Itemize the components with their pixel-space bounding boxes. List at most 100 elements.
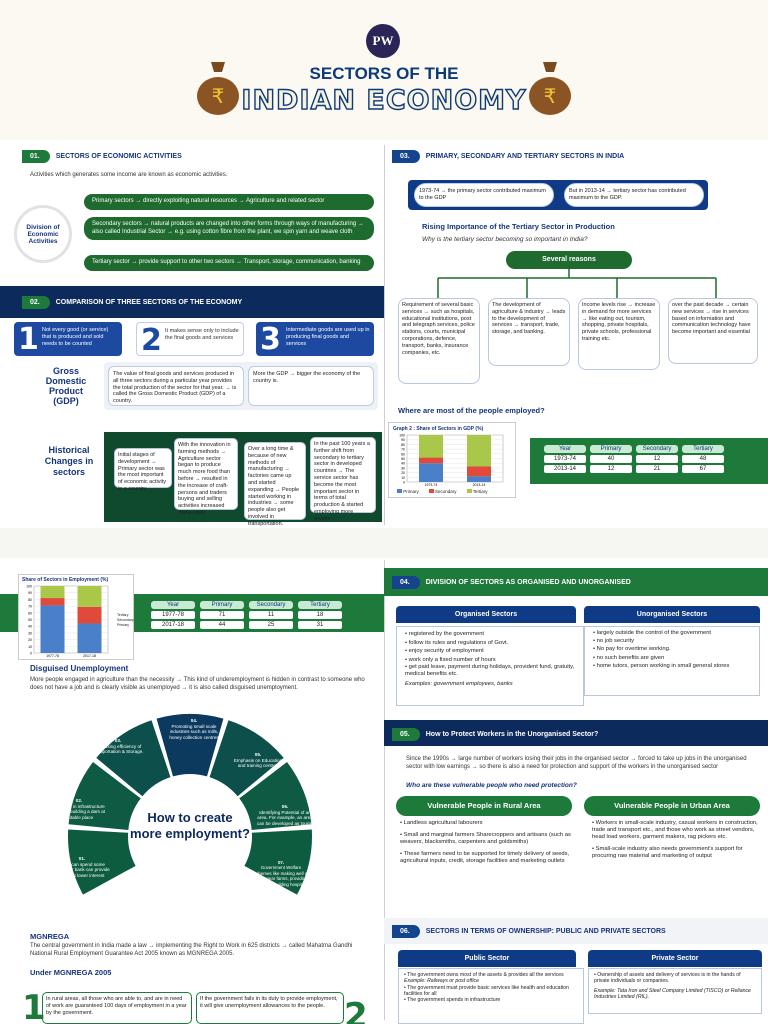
history-stage-1: Initial stages of development → Primary … xyxy=(114,448,172,492)
rural-list: • Landless agricultural labourers • Smal… xyxy=(400,820,576,865)
td: 11 xyxy=(249,611,293,619)
reason-1: Requirement of several basic services → … xyxy=(398,298,480,384)
y-tick-label: 10 xyxy=(401,476,405,480)
td: 21 xyxy=(636,465,678,473)
section-01-heading: 01. SECTORS OF ECONOMIC ACTIVITIES xyxy=(22,150,182,163)
employment-wheel xyxy=(68,714,312,895)
td: 67 xyxy=(682,465,724,473)
bar-primary-2013-14 xyxy=(467,476,491,482)
section-06-heading: 06. SECTORS IN TERMS OF OWNERSHIP: PUBLI… xyxy=(392,925,666,938)
y-tick-label: 60 xyxy=(28,611,32,615)
y-tick-label: 30 xyxy=(401,466,405,470)
gdp-note: More the GDP → bigger the economy of the… xyxy=(248,366,374,406)
under-num-1: 1 xyxy=(22,988,46,1024)
header-banner xyxy=(0,0,768,140)
td: 1973-74 xyxy=(544,455,586,463)
history-stage-4: In the past 100 years a further shift fr… xyxy=(310,437,376,522)
list-item: • work only a fixed number of hours xyxy=(405,656,496,663)
list-item: • No pay for overtime working. xyxy=(593,646,671,653)
employment-table: Year Primary Secondary Tertiary 1977-78 … xyxy=(146,599,347,631)
section-number: 01. xyxy=(22,150,50,163)
rising-title: Rising Importance of the Tertiary Sector… xyxy=(422,222,615,231)
page-gap xyxy=(0,528,768,558)
list-item: • get paid leave, payment during holiday… xyxy=(405,664,575,678)
bar-tertiary-2017-18 xyxy=(77,586,102,607)
several-reasons: Several reasons xyxy=(506,251,632,269)
mgnrega-title: MGNREGA xyxy=(30,932,70,941)
td: 31 xyxy=(298,621,342,629)
wheel-center-title: How to create more employment? xyxy=(130,810,250,841)
x-tick-label: 1973-74 xyxy=(425,483,438,487)
under-num-2: 2 xyxy=(344,996,368,1024)
list-item: • Small-scale industry also needs govern… xyxy=(592,846,743,859)
list-item: • The government must provide basic serv… xyxy=(404,984,569,997)
th: Tertiary xyxy=(298,601,342,609)
th: Secondary xyxy=(249,601,293,609)
wheel-segment xyxy=(209,720,284,797)
public-header: Public Sector xyxy=(398,950,576,967)
reason-3: Income levels rise → increase in demand … xyxy=(578,298,660,370)
under-point-1: In rural areas, all those who are able t… xyxy=(42,992,192,1024)
td: 40 xyxy=(590,455,632,463)
section-03-heading: 03. PRIMARY, SECONDARY AND TERTIARY SECT… xyxy=(392,150,624,163)
list-item: • These farmers need to be supported for… xyxy=(400,851,570,864)
section-title: How to Protect Workers in the Unorganise… xyxy=(425,731,599,738)
title-line1: SECTORS OF THE xyxy=(309,64,459,83)
private-header: Private Sector xyxy=(588,950,762,967)
section-number: 06. xyxy=(392,925,420,938)
section-title: SECTORS IN TERMS OF OWNERSHIP: PUBLIC AN… xyxy=(425,928,666,935)
reasons-connector xyxy=(437,268,717,298)
list-item: • Landless agricultural labourers xyxy=(400,820,483,826)
s05-question: Who are these vulnerable people who need… xyxy=(406,782,577,789)
point-number: 1 xyxy=(18,322,39,357)
historical-label: Historical Changes in sectors xyxy=(44,445,94,477)
s05-text: Since the 1990s → large number of worker… xyxy=(406,756,747,770)
history-stage-3: Over a long time & because of new method… xyxy=(244,442,306,527)
organised-header: Organised Sectors xyxy=(396,606,576,623)
legend-item: Tertiary xyxy=(466,489,487,494)
list-item: • largely outside the control of the gov… xyxy=(593,630,712,636)
s04-band xyxy=(384,568,768,596)
wheel-segment xyxy=(68,762,141,831)
tertiary-sector-pill: Tertiary sector → provide support to oth… xyxy=(84,255,374,271)
section-title: PRIMARY, SECONDARY AND TERTIARY SECTORS … xyxy=(425,153,625,160)
disguised-title: Disguised Unemployment xyxy=(30,664,129,673)
wheel-item-02: 02.Investing in infrastructure such as b… xyxy=(52,798,106,820)
point-text: It makes sense only to include the final… xyxy=(165,328,239,341)
s05-band xyxy=(384,720,768,746)
list-item: • registered by the government xyxy=(405,631,485,637)
wheel-item-05: 05.Emphasis on Education and training ce… xyxy=(233,752,283,769)
y-tick-label: 90 xyxy=(401,438,405,442)
fact-1973: 1973-74 → the primary sector contributed… xyxy=(414,183,554,207)
td: 18 xyxy=(298,611,342,619)
example: Example: Railways or post office xyxy=(404,978,479,985)
wheel-segment xyxy=(96,720,171,797)
list-item: • follow its rules and regulations of Go… xyxy=(405,639,509,646)
bar-secondary-2013-14 xyxy=(467,466,491,477)
td: 2017-18 xyxy=(151,621,195,629)
wheel-item-07: 07.Government Welfare Schemes like makin… xyxy=(253,860,309,887)
graph-title: Share of Sectors in Employment (%) xyxy=(22,577,109,583)
td: 44 xyxy=(200,621,244,629)
wheel-segment xyxy=(239,762,312,831)
example: Examples: government employees, banks xyxy=(405,680,513,687)
mgnrega-text: The central government in India made a l… xyxy=(30,943,353,957)
y-tick-label: 70 xyxy=(401,448,405,452)
pw-logo: PW xyxy=(366,24,400,58)
td: 1977-78 xyxy=(151,611,195,619)
money-bag-icon: ₹ xyxy=(197,62,239,115)
y-tick-label: 60 xyxy=(401,452,405,456)
unorganised-list: • largely outside the control of the gov… xyxy=(584,626,760,696)
list-item: • no job security xyxy=(593,637,635,644)
point-text: Not every good (or service) that is prod… xyxy=(42,327,109,347)
y-tick-label: 80 xyxy=(401,443,405,447)
x-tick-label: 2013-14 xyxy=(473,483,486,487)
wheel-item-01: 01.Govt. can spend some money or bank ca… xyxy=(54,856,110,878)
reason-4: over the past decade → certain new servi… xyxy=(668,298,758,364)
point-number: 3 xyxy=(260,322,281,357)
list-item: • no such benefits are given xyxy=(593,654,665,661)
point-text: Intermediate goods are used up in produc… xyxy=(286,327,370,347)
y-tick-label: 100 xyxy=(399,434,405,438)
